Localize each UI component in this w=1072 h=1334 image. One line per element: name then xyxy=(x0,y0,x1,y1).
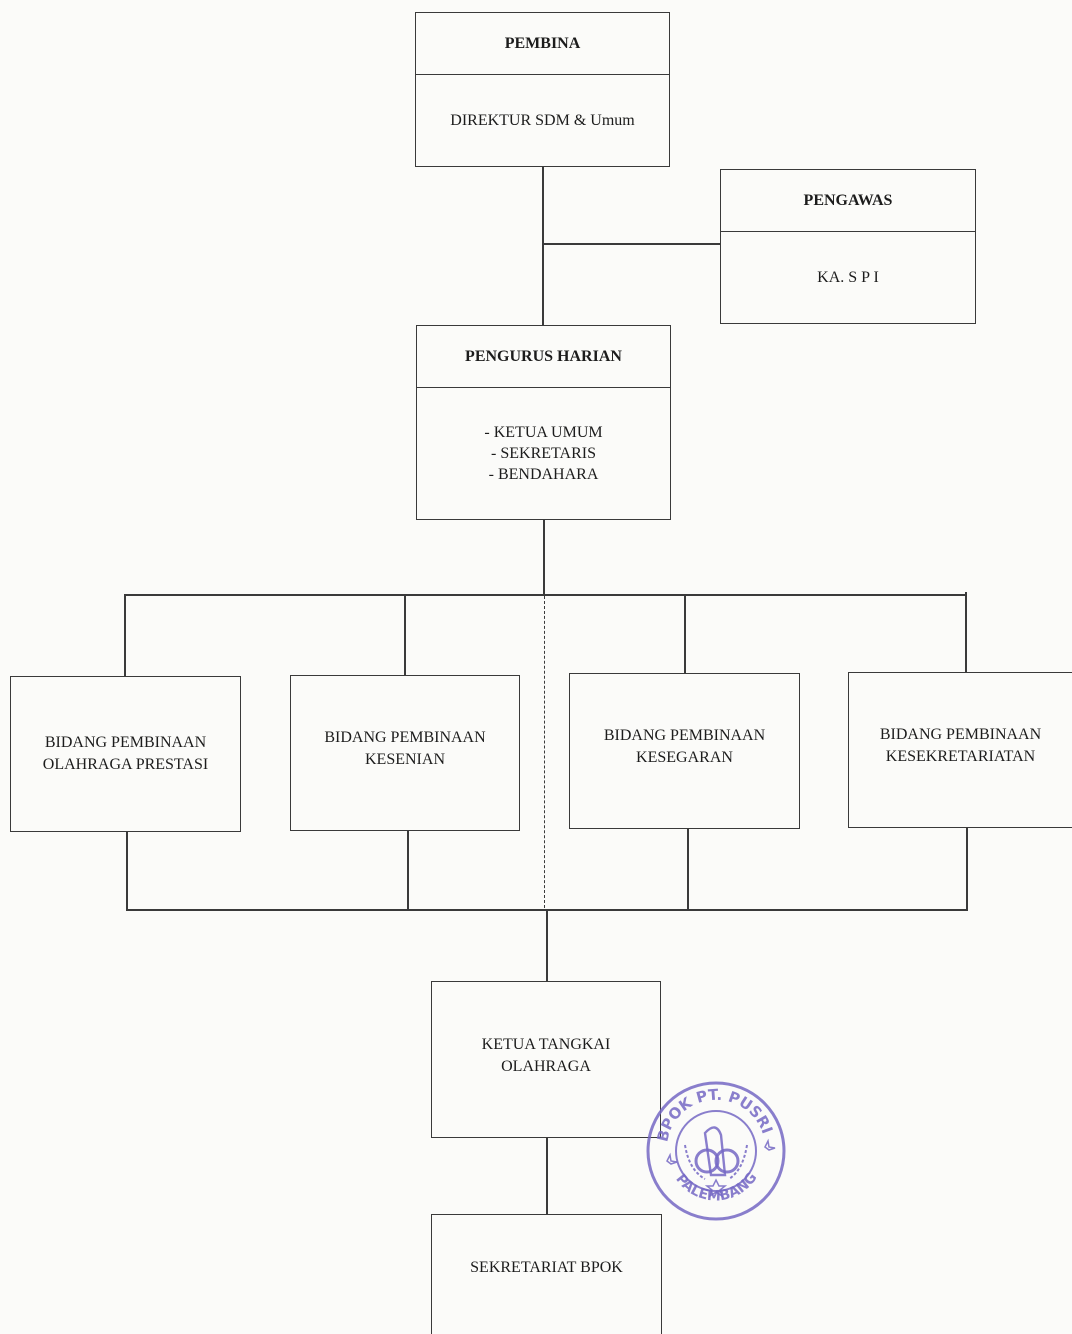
stamp-seal-icon: BPOK PT. PUSRI PALEMBANG xyxy=(646,1081,786,1221)
pengawas-body: KA. S P I xyxy=(817,269,879,286)
bidang-line2: OLAHRAGA PRESTASI xyxy=(42,756,209,773)
connector-dashed-center xyxy=(544,596,545,908)
bidang-line1: BIDANG PEMBINAAN xyxy=(603,727,766,744)
connector-bidang-3-top xyxy=(684,594,686,673)
connector-pembina-pengurus xyxy=(542,167,544,325)
connector-bidang-4-bottom xyxy=(966,828,968,909)
bidang-box-kesekretariatan: BIDANG PEMBINAAN KESEKRETARIATAN xyxy=(848,672,1072,828)
bidang-line2: KESEKRETARIATAN xyxy=(885,748,1036,765)
connector-pengawas xyxy=(542,243,720,245)
ketua-tangkai-line2: OLAHRAGA xyxy=(501,1057,591,1075)
connector-bidang-2-top xyxy=(404,594,406,675)
connector-bus-ketua xyxy=(546,909,548,981)
pengurus-harian-box: PENGURUS HARIAN - KETUA UMUM - SEKRETARI… xyxy=(416,325,671,520)
bidang-box-kesegaran: BIDANG PEMBINAAN KESEGARAN xyxy=(569,673,800,829)
pembina-body: DIREKTUR SDM & Umum xyxy=(450,112,635,129)
connector-ketua-sekretariat xyxy=(546,1138,548,1214)
pengawas-box: PENGAWAS KA. S P I xyxy=(720,169,976,324)
bpok-stamp: BPOK PT. PUSRI PALEMBANG xyxy=(645,1075,787,1225)
sekretariat-label: SEKRETARIAT BPOK xyxy=(470,1258,623,1276)
connector-bidang-1-bottom xyxy=(126,832,128,911)
bidang-line1: BIDANG PEMBINAAN xyxy=(879,726,1042,743)
connector-bidang-1-top xyxy=(124,594,126,676)
connector-pengurus-down xyxy=(543,520,545,596)
bidang-box-olahraga-prestasi: BIDANG PEMBINAAN OLAHRAGA PRESTASI xyxy=(10,676,241,832)
connector-top-bus xyxy=(124,594,967,596)
bidang-line2: KESEGARAN xyxy=(636,749,733,766)
pengurus-item: - KETUA UMUM xyxy=(484,424,603,441)
pengurus-item: - BENDAHARA xyxy=(488,466,599,483)
bidang-box-kesenian: BIDANG PEMBINAAN KESENIAN xyxy=(290,675,520,831)
connector-bidang-3-bottom xyxy=(687,829,689,910)
pengawas-title: PENGAWAS xyxy=(721,170,975,232)
bidang-line1: BIDANG PEMBINAAN xyxy=(324,729,486,746)
sekretariat-box: SEKRETARIAT BPOK xyxy=(431,1214,662,1334)
connector-bidang-4-top xyxy=(965,592,967,672)
connector-bidang-2-bottom xyxy=(407,831,409,911)
ketua-tangkai-line1: KETUA TANGKAI xyxy=(481,1035,611,1053)
pengurus-item: - SEKRETARIS xyxy=(491,445,596,462)
bidang-line2: KESENIAN xyxy=(365,751,445,768)
bidang-line1: BIDANG PEMBINAAN xyxy=(44,734,207,751)
ketua-tangkai-box: KETUA TANGKAI OLAHRAGA xyxy=(431,981,661,1138)
pembina-title: PEMBINA xyxy=(416,13,669,75)
stamp-top-text: BPOK PT. PUSRI xyxy=(653,1086,776,1144)
pembina-box: PEMBINA DIREKTUR SDM & Umum xyxy=(415,12,670,167)
pengurus-harian-title: PENGURUS HARIAN xyxy=(417,326,670,388)
